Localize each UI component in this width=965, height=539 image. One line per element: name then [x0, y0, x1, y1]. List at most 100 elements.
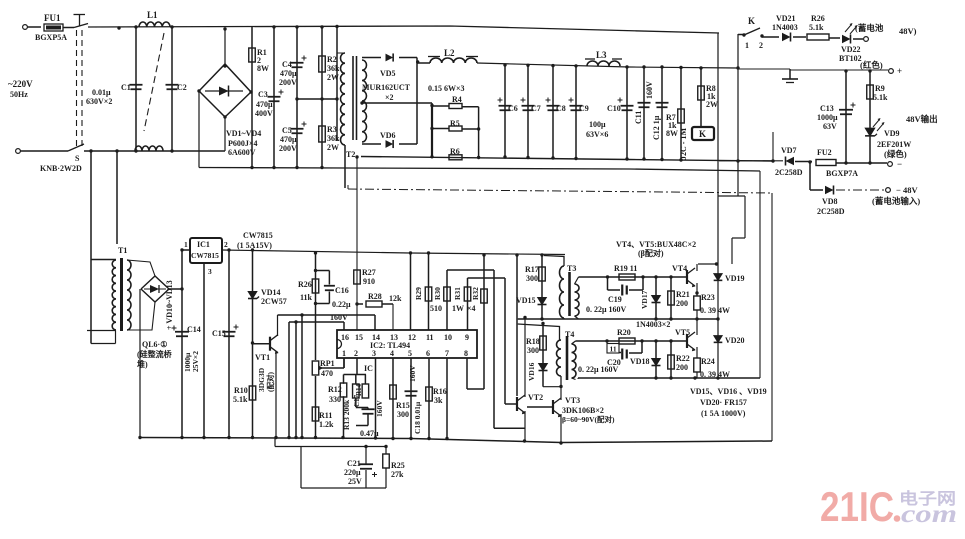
svg-text:FU1: FU1 [44, 13, 61, 23]
svg-text:(红色): (红色) [860, 60, 883, 70]
svg-text:300: 300 [527, 346, 539, 355]
svg-text:11k: 11k [300, 293, 313, 302]
svg-text:R27: R27 [362, 268, 376, 277]
svg-text:0. 22μ 160V: 0. 22μ 160V [578, 365, 619, 374]
svg-text:470μ: 470μ [280, 135, 297, 144]
svg-text:K: K [748, 16, 755, 26]
svg-text:2W: 2W [706, 100, 718, 109]
svg-text:~220V: ~220V [8, 79, 33, 89]
svg-text:VD20· FR157: VD20· FR157 [700, 398, 747, 407]
svg-text:470: 470 [321, 369, 333, 378]
svg-text:3k: 3k [434, 396, 443, 405]
svg-text:VD18: VD18 [630, 357, 650, 366]
svg-text:R18: R18 [526, 337, 540, 346]
svg-text:VD6: VD6 [380, 131, 396, 140]
svg-text:(1 5A 1000V): (1 5A 1000V) [701, 409, 746, 418]
svg-text:R28: R28 [368, 292, 382, 301]
svg-text:R1: R1 [257, 48, 267, 57]
svg-text:1: 1 [745, 41, 749, 50]
svg-text:KNB·2W2D: KNB·2W2D [40, 164, 82, 173]
svg-text:C11: C11 [634, 111, 643, 124]
svg-text:2: 2 [224, 240, 228, 249]
svg-text:0. 22μ 160V: 0. 22μ 160V [586, 305, 627, 314]
svg-text:200: 200 [676, 363, 688, 372]
svg-text:R13 200k: R13 200k [342, 399, 351, 430]
svg-text:(β配对): (β配对) [638, 248, 664, 258]
svg-text:14: 14 [372, 333, 380, 342]
svg-text:200: 200 [676, 299, 688, 308]
svg-text:1000μ: 1000μ [183, 352, 192, 372]
svg-text:C18 0.01μ: C18 0.01μ [413, 401, 422, 434]
svg-text:C12 1μ: C12 1μ [652, 115, 661, 140]
svg-text:C10: C10 [607, 104, 621, 113]
svg-text:C6: C6 [508, 104, 518, 113]
svg-text:63V×6: 63V×6 [586, 130, 608, 139]
svg-text:(蓄电池: (蓄电池 [855, 23, 884, 33]
svg-text:1: 1 [342, 349, 346, 358]
svg-text:0. 39 4W: 0. 39 4W [700, 306, 730, 315]
svg-text:R26: R26 [298, 280, 312, 289]
svg-text:3: 3 [208, 267, 212, 276]
svg-text:CW7815: CW7815 [191, 251, 219, 260]
svg-text:8W: 8W [257, 64, 269, 73]
svg-text:C17: C17 [353, 394, 361, 407]
svg-text:1.2k: 1.2k [319, 420, 334, 429]
svg-text:IC2: TL494: IC2: TL494 [370, 341, 410, 350]
svg-text:C4: C4 [282, 60, 292, 69]
svg-text:48V): 48V) [899, 26, 917, 36]
svg-text:C21: C21 [347, 459, 361, 468]
svg-text:10: 10 [444, 333, 452, 342]
svg-text:(绿色): (绿色) [884, 149, 907, 159]
svg-text:R21: R21 [676, 290, 690, 299]
svg-text:2CW57: 2CW57 [261, 297, 287, 306]
svg-text:3: 3 [372, 349, 376, 358]
svg-text:VD20: VD20 [725, 336, 745, 345]
svg-text:100μ: 100μ [589, 120, 606, 129]
svg-text:510: 510 [430, 304, 442, 313]
svg-text:R12: R12 [328, 385, 342, 394]
svg-text:R29: R29 [414, 287, 423, 300]
svg-text:R32: R32 [471, 287, 480, 300]
svg-text:+: + [897, 66, 902, 76]
svg-text:R5: R5 [450, 119, 460, 128]
svg-text:C13: C13 [820, 104, 834, 113]
svg-text:50Hz: 50Hz [10, 90, 28, 99]
svg-text:T4: T4 [565, 330, 574, 339]
svg-text:2: 2 [759, 41, 763, 50]
svg-text:2W: 2W [327, 73, 339, 82]
svg-text:(配对): (配对) [265, 372, 275, 392]
svg-text:VT4、VT5:BUX48C×2: VT4、VT5:BUX48C×2 [616, 240, 696, 249]
svg-text:BGXP7A: BGXP7A [826, 169, 858, 178]
svg-text:VD5: VD5 [380, 69, 396, 78]
svg-text:VT4: VT4 [672, 264, 687, 273]
svg-text:2C258D: 2C258D [775, 168, 803, 177]
svg-text:VD14: VD14 [261, 288, 281, 297]
svg-text:0.01μ: 0.01μ [92, 88, 111, 97]
svg-text:T1: T1 [118, 246, 127, 255]
svg-text:C3: C3 [258, 90, 268, 99]
svg-text:QL6·①: QL6·① [142, 340, 167, 349]
svg-text:CW7815: CW7815 [243, 231, 273, 240]
svg-text:C16: C16 [335, 286, 349, 295]
svg-text:13: 13 [390, 333, 398, 342]
svg-text:堆): 堆) [137, 359, 148, 369]
svg-text:C7: C7 [531, 104, 541, 113]
svg-text:160V: 160V [330, 313, 348, 322]
svg-text:−: − [897, 159, 902, 169]
svg-text:C1: C1 [121, 83, 131, 92]
svg-text:R16: R16 [433, 387, 447, 396]
svg-text:K: K [699, 129, 706, 139]
svg-text:C8: C8 [556, 104, 566, 113]
svg-text:FU2: FU2 [817, 148, 832, 157]
svg-text:2: 2 [257, 56, 261, 65]
svg-text:电子网: 电子网 [899, 489, 956, 508]
svg-text:R10: R10 [234, 386, 248, 395]
svg-text:VD9: VD9 [884, 129, 900, 138]
svg-text:P600J×4: P600J×4 [228, 139, 257, 148]
svg-text:R9: R9 [875, 84, 885, 93]
svg-text:(蓄电池输入): (蓄电池输入) [872, 196, 920, 206]
svg-text:×4: ×4 [467, 304, 476, 313]
svg-text:300: 300 [397, 410, 409, 419]
svg-text:R6: R6 [450, 147, 460, 156]
svg-text:2W: 2W [327, 143, 339, 152]
